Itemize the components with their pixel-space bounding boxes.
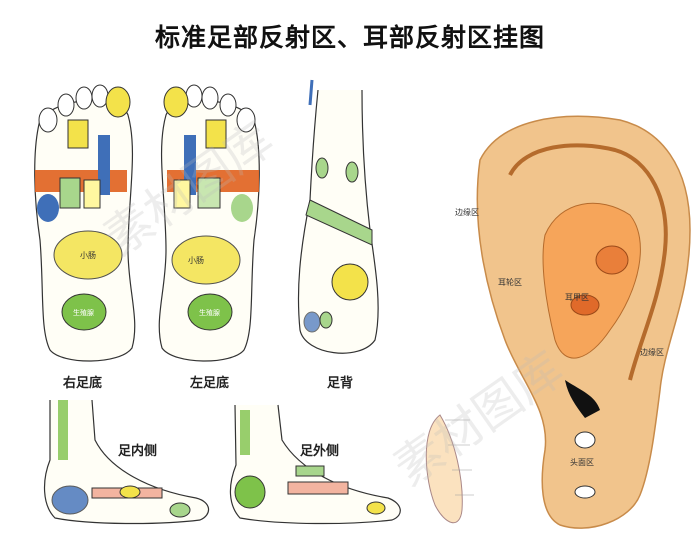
dorsum-foot [298, 80, 378, 353]
ear-edge-zone-label-2: 边缘区 [640, 347, 664, 357]
medial-caption: 足内侧 [118, 440, 157, 459]
ear-helix-zone-label: 耳轮区 [498, 277, 522, 287]
ear-concha-zone-label: 耳甲区 [565, 293, 589, 302]
ear-edge-zone-label: 边缘区 [455, 207, 479, 217]
left-small-intestine-label: 小肠 [188, 256, 204, 265]
ear-head-face-zone-label: 头面区 [570, 457, 594, 467]
lateral-foot [230, 405, 400, 524]
right-reproductive-label: 生殖腺 [73, 308, 94, 317]
right-small-intestine-label: 小肠 [80, 251, 96, 260]
lateral-caption: 足外侧 [300, 440, 339, 459]
ear-diagram: 边缘区 边缘区 耳轮区 头面区 耳甲区 [455, 116, 690, 528]
left-sole-caption: 左足底 [190, 372, 229, 391]
right-sole-caption: 右足底 [63, 372, 102, 391]
left-reproductive-label: 生殖腺 [199, 308, 220, 317]
medial-foot [45, 400, 209, 524]
dorsum-caption: 足背 [327, 372, 353, 391]
